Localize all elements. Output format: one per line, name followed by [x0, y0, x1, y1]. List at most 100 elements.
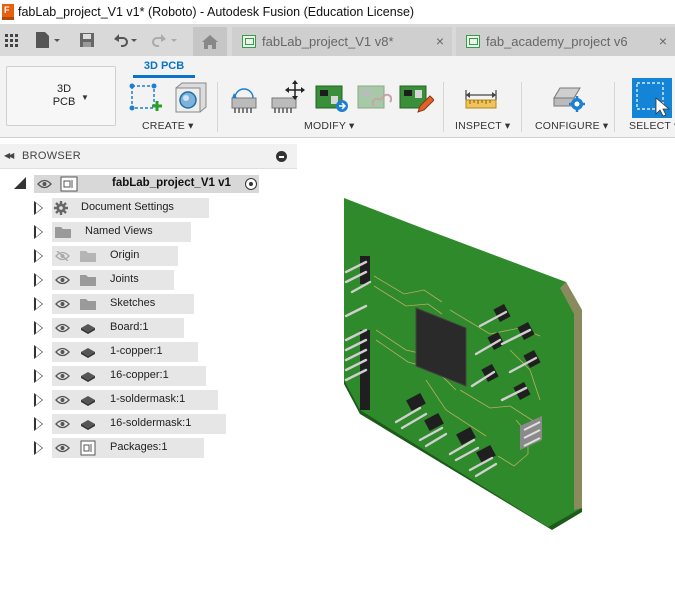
expand-triangle-icon[interactable] — [34, 321, 43, 335]
modify-group-label[interactable]: MODIFY ▾ — [304, 120, 355, 132]
pcb-3d-model[interactable] — [330, 190, 590, 535]
eye-icon[interactable] — [55, 347, 70, 357]
tab-bar: fabLab_project_V1 v8* × fab_academy_proj… — [0, 24, 675, 56]
tab-label: fab_academy_project v6 — [486, 34, 628, 49]
item-label: Named Views — [85, 225, 153, 237]
package-icon — [80, 440, 96, 456]
chip-icon — [81, 396, 95, 406]
select-group-label[interactable]: SELECT ▾ — [629, 120, 675, 132]
expand-triangle-icon[interactable] — [34, 345, 43, 359]
item-chip: Origin — [52, 246, 178, 266]
item-chip: Document Settings — [52, 198, 209, 218]
title-bar: F fabLab_project_V1 v1* (Roboto) - Autod… — [0, 0, 675, 24]
undo-button[interactable] — [110, 30, 140, 50]
tab-3d-pcb[interactable]: 3D PCB — [143, 60, 185, 72]
item-label: Document Settings — [81, 201, 174, 213]
configure-group-label[interactable]: CONFIGURE ▾ — [535, 120, 609, 132]
chip-icon — [81, 324, 95, 334]
item-chip: 1-soldermask:1 — [52, 390, 218, 410]
gear-icon — [54, 201, 68, 215]
chip-icon — [81, 372, 95, 382]
close-tab-icon[interactable]: × — [435, 33, 444, 49]
item-label: Board:1 — [110, 321, 149, 333]
eye-icon[interactable] — [55, 323, 70, 333]
close-tab-icon[interactable]: × — [658, 33, 667, 49]
eye-icon[interactable] — [55, 371, 70, 381]
expand-triangle-icon[interactable] — [34, 201, 43, 215]
eye-icon[interactable] — [55, 299, 70, 309]
pin-header-bottom — [394, 392, 498, 478]
align-component-button[interactable] — [268, 80, 306, 116]
tab-fab-academy-project[interactable]: fab_academy_project v6 × — [456, 27, 675, 56]
eye-icon[interactable] — [55, 443, 70, 453]
eye-hidden-icon[interactable] — [55, 251, 70, 261]
create-3d-sketch-button[interactable] — [128, 80, 166, 116]
folder-icon — [80, 251, 96, 262]
file-menu-button[interactable] — [34, 30, 64, 50]
save-icon[interactable] — [78, 30, 96, 50]
ribbon-toolbar: 3D PCB ▼ 3D PCB CREATE ▾ — [0, 56, 675, 138]
folder-icon — [55, 227, 71, 238]
workspace-switcher[interactable]: 3D PCB ▼ — [6, 66, 116, 126]
inspect-group-label[interactable]: INSPECT ▾ — [455, 120, 511, 132]
item-label: Packages:1 — [110, 441, 168, 453]
expand-triangle-icon[interactable] — [34, 393, 43, 407]
pcb-document-icon — [242, 35, 256, 48]
collapse-panel-icon[interactable]: ◀◀ — [4, 151, 14, 160]
chevron-down-icon: ▼ — [81, 93, 89, 102]
item-chip: 1-copper:1 — [52, 342, 198, 362]
microcontroller-chip — [416, 308, 466, 386]
chip-icon — [81, 348, 95, 358]
pcb-document-icon — [466, 35, 480, 48]
home-icon — [202, 34, 218, 49]
expand-triangle-icon[interactable] — [34, 417, 43, 431]
redo-button[interactable] — [150, 30, 180, 50]
edit-pcb-button[interactable] — [396, 80, 435, 116]
active-radio-icon[interactable] — [245, 178, 257, 190]
eye-icon[interactable] — [55, 395, 70, 405]
item-chip: Named Views — [52, 222, 191, 242]
expand-triangle-icon[interactable] — [34, 297, 43, 311]
item-label: Origin — [110, 249, 140, 261]
create-3d-package-button[interactable] — [172, 80, 210, 116]
expand-triangle-icon[interactable] — [34, 441, 43, 455]
minimize-browser-icon[interactable] — [276, 151, 287, 162]
eye-icon[interactable] — [55, 419, 70, 429]
expand-triangle-icon[interactable] — [34, 225, 43, 239]
collapse-triangle-icon[interactable] — [14, 177, 26, 189]
divider — [443, 82, 444, 132]
pull-from-2d-button[interactable] — [354, 80, 393, 116]
item-label: 16-soldermask:1 — [110, 417, 192, 429]
tab-fablab-project[interactable]: fabLab_project_V1 v8* × — [232, 27, 452, 56]
push-to-2d-button[interactable] — [312, 80, 350, 116]
folder-icon — [80, 275, 96, 286]
item-label: Sketches — [110, 297, 156, 309]
move-component-button[interactable] — [226, 80, 264, 116]
item-chip: 16-copper:1 — [52, 366, 206, 386]
expand-triangle-icon[interactable] — [34, 369, 43, 383]
tab-label: fabLab_project_V1 v8* — [262, 34, 394, 49]
item-label: 1-copper:1 — [110, 345, 163, 357]
fusion-app-icon: F — [2, 4, 14, 20]
item-chip: Joints — [52, 270, 174, 290]
home-tab-button[interactable] — [193, 27, 227, 56]
item-label: 16-copper:1 — [110, 369, 169, 381]
select-button[interactable] — [632, 78, 672, 118]
pin-header-right — [470, 304, 541, 402]
root-node-chip: fabLab_project_V1 v1 — [34, 175, 259, 193]
measure-button[interactable] — [462, 80, 500, 116]
browser-header: ◀◀ BROWSER — [0, 144, 297, 169]
expand-triangle-icon[interactable] — [34, 273, 43, 287]
eye-icon[interactable] — [55, 275, 70, 285]
root-node-label: fabLab_project_V1 v1 — [112, 177, 231, 189]
eye-icon[interactable] — [37, 179, 52, 189]
configure-button[interactable] — [550, 80, 588, 116]
divider — [521, 82, 522, 132]
item-chip: 16-soldermask:1 — [52, 414, 226, 434]
workspace-label: 3D PCB — [52, 83, 76, 108]
item-chip: Board:1 — [52, 318, 184, 338]
data-panel-grid-icon[interactable] — [4, 30, 18, 50]
create-group-label[interactable]: CREATE ▾ — [142, 120, 194, 132]
expand-triangle-icon[interactable] — [34, 249, 43, 263]
browser-title: BROWSER — [22, 150, 81, 162]
